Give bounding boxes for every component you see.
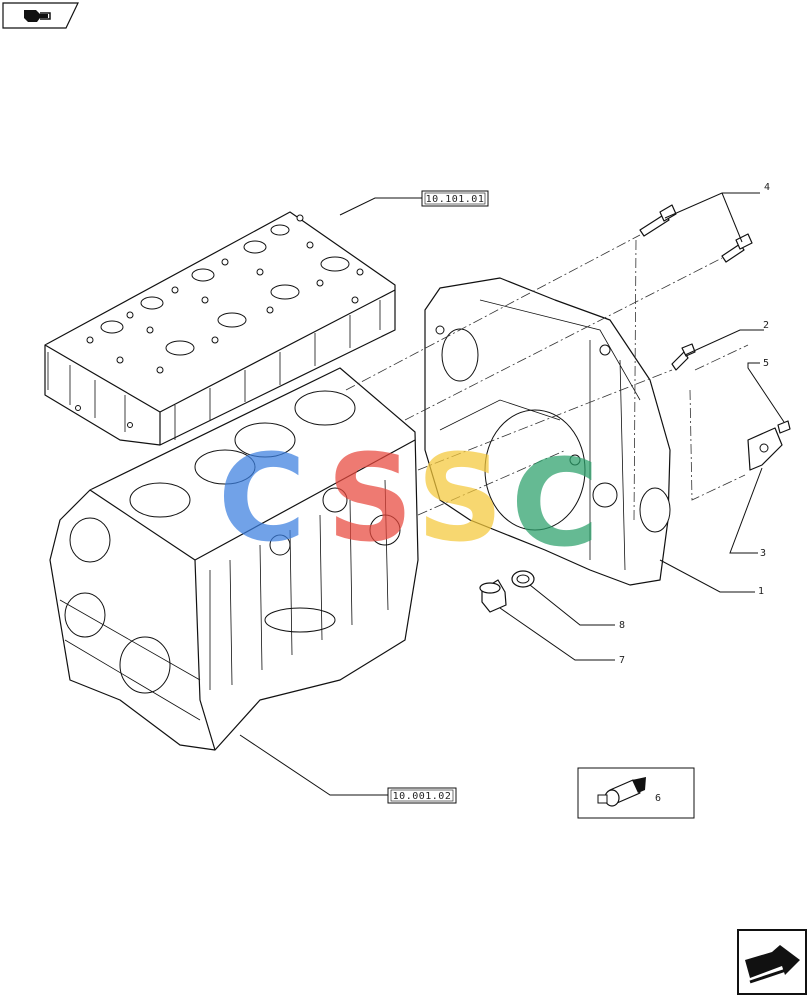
callout-number-3: 3 [760, 548, 766, 559]
callout-number-2: 2 [763, 320, 769, 331]
callout-number-4: 4 [764, 182, 770, 193]
flywheel-housing-drawing [424, 277, 671, 586]
callout-4: 4 [664, 182, 770, 243]
reference-box-cylinder-head[interactable]: 10.101.01 [339, 190, 489, 216]
cylinder-head-drawing [44, 211, 396, 446]
assembly-axis-lines [345, 234, 749, 521]
reference-label-10-001-02: 10.001.02 [393, 791, 452, 802]
watermark: C S S C [218, 430, 599, 574]
bolt-4a [639, 204, 677, 237]
screw-5 [777, 420, 791, 434]
callout-number-8: 8 [619, 620, 625, 631]
callout-3: 3 [729, 467, 766, 559]
callout-8: 8 [529, 584, 625, 631]
watermark-letter-3: S [417, 430, 503, 569]
callout-number-5: 5 [763, 358, 769, 369]
part-6-box: 6 [577, 767, 695, 819]
gasket-plate-3 [747, 427, 783, 471]
watermark-letter-2: S [327, 430, 413, 569]
hand-pointer-icon [24, 10, 51, 22]
watermark-letter-4: C [511, 435, 599, 574]
callout-7: 7 [499, 607, 625, 666]
back-navigation-tab[interactable] [2, 2, 79, 29]
callout-1: 1 [659, 559, 764, 597]
sealant-tube-icon [597, 777, 646, 807]
sealing-ring-8 [511, 570, 535, 588]
plug-7 [479, 579, 507, 613]
callout-5: 5 [747, 358, 785, 423]
watermark-letter-1: C [218, 430, 306, 569]
callout-2: 2 [684, 320, 769, 356]
engine-block-drawing [49, 367, 419, 751]
reference-box-engine-block[interactable]: 10.001.02 [239, 734, 457, 804]
bolt-4b [721, 233, 753, 263]
bolt-2 [671, 343, 696, 371]
callout-number-1: 1 [758, 586, 764, 597]
callout-number-7: 7 [619, 655, 625, 666]
next-page-arrow-icon [745, 945, 800, 984]
next-page-button[interactable] [737, 929, 807, 995]
reference-label-10-101-01: 10.101.01 [426, 194, 485, 205]
callout-number-6: 6 [655, 793, 661, 804]
